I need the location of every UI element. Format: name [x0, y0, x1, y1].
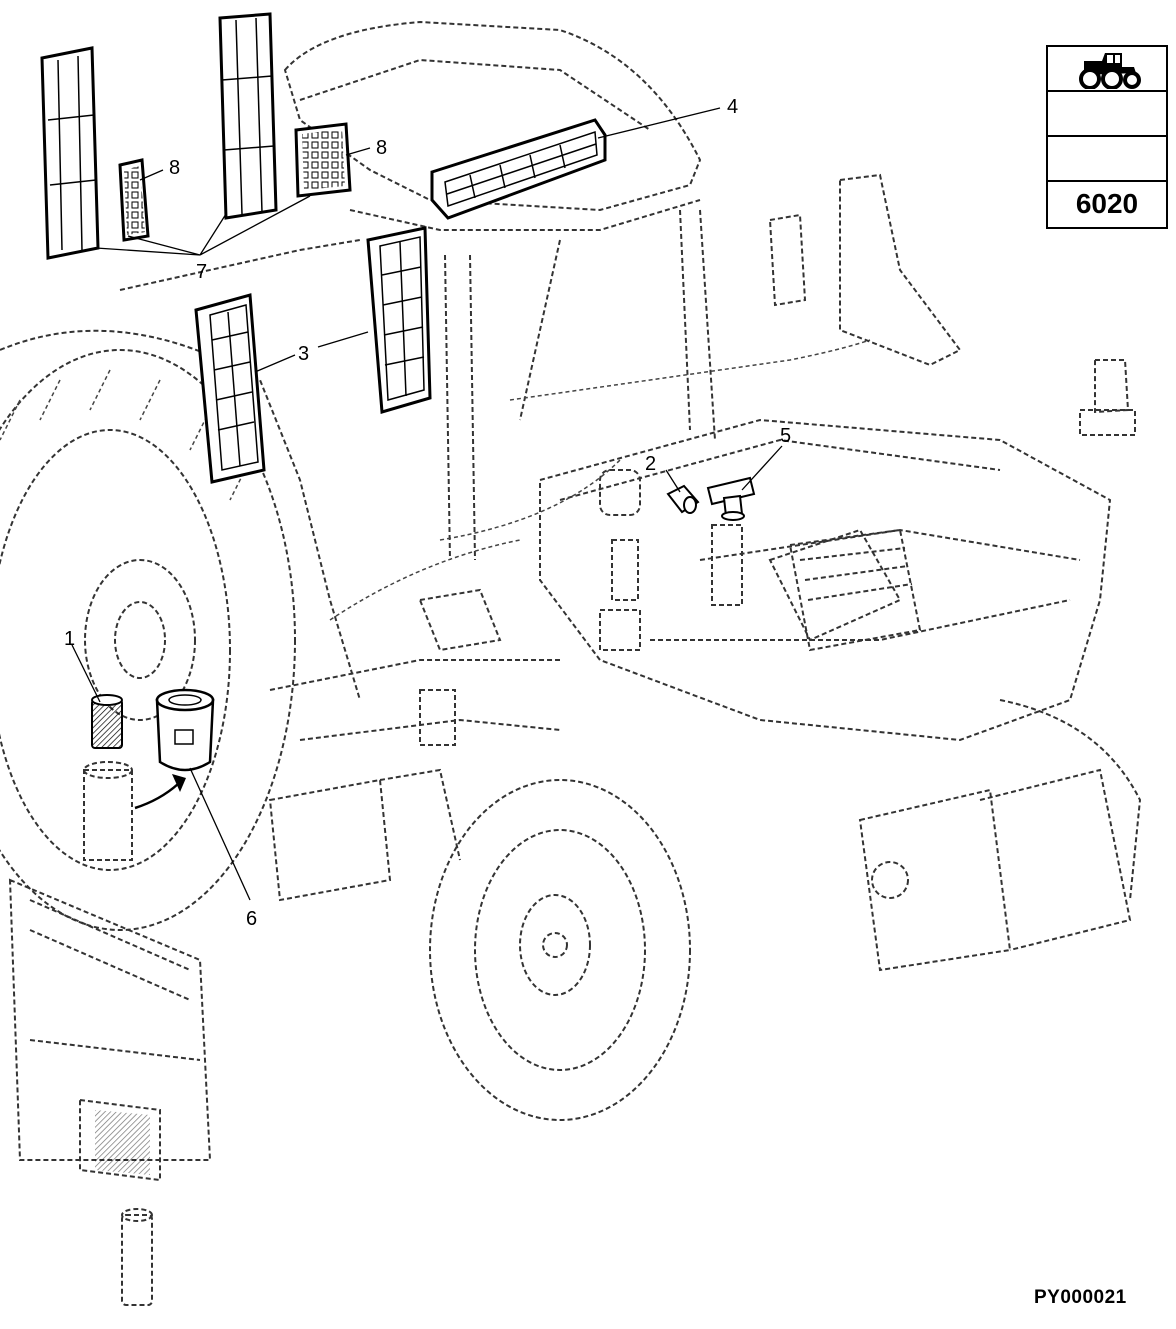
part-7-cab-filter-right — [218, 12, 278, 220]
callout-1: 1 — [64, 628, 75, 650]
model-info-box: 6020 — [1046, 45, 1168, 229]
model-number: 6020 — [1075, 188, 1139, 219]
part-3-side-filter-right — [366, 226, 432, 414]
tractor-icon — [1079, 53, 1141, 89]
part-3-side-filter-left — [194, 293, 266, 484]
part-7-cab-filter-left — [40, 46, 100, 260]
callout-5: 5 — [780, 425, 791, 447]
part-8-panel-filter-square — [294, 122, 352, 198]
model-icon-cell — [1048, 47, 1166, 92]
tractor-ghost-outline — [0, 20, 1142, 1306]
callout-2: 2 — [645, 453, 656, 475]
model-blank-cell-1 — [1048, 92, 1166, 137]
part-2-inline-filter — [666, 484, 700, 514]
callout-8-small-filter: 8 — [169, 157, 180, 179]
part-4-roof-intake-grille — [430, 118, 607, 220]
callout-7: 7 — [196, 261, 207, 283]
install-arrow — [134, 783, 179, 810]
leader-lines — [71, 107, 783, 901]
model-blank-cell-2 — [1048, 137, 1166, 182]
callout-8-square-filter: 8 — [376, 137, 387, 159]
install-arrow-head — [172, 774, 186, 792]
callout-4: 4 — [727, 96, 738, 118]
part-5-tee-fitting — [706, 476, 756, 521]
part-6-fuel-filter-canister — [155, 688, 215, 772]
model-number-cell: 6020 — [1048, 182, 1166, 229]
callout-3: 3 — [298, 343, 309, 365]
part-8-panel-filter-small — [118, 158, 150, 242]
part-1-filter-element — [91, 694, 123, 749]
reference-code: PY000021 — [1034, 1287, 1127, 1308]
callout-6: 6 — [246, 908, 257, 930]
